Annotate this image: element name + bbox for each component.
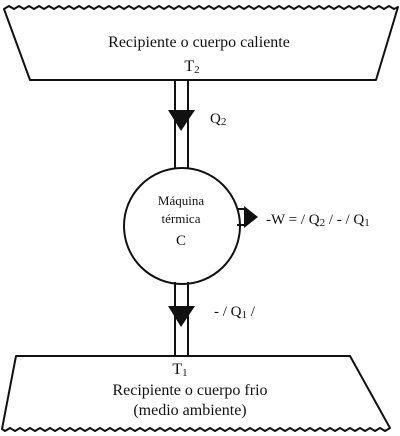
heat-engine-line2: térmica bbox=[162, 211, 201, 226]
cold-reservoir-box bbox=[1, 355, 391, 432]
heat-input-flow: Q2 bbox=[168, 80, 226, 170]
hot-reservoir-temperature: T2 bbox=[184, 58, 199, 76]
cold-reservoir-temperature: T1 bbox=[172, 361, 187, 379]
heat-input-arrow bbox=[168, 110, 195, 131]
heat-output-arrow bbox=[168, 306, 195, 327]
heat-engine-line1: Máquina bbox=[158, 193, 204, 208]
heat-output-flow: - / Q1 / bbox=[168, 282, 256, 356]
work-equation: -W = / Q2 / - / Q1 bbox=[266, 212, 370, 229]
heat-engine-circle bbox=[123, 167, 241, 285]
heat-input-label: Q2 bbox=[210, 111, 226, 128]
hot-reservoir-title: Recipiente o cuerpo caliente bbox=[108, 34, 290, 51]
heat-output-label: - / Q1 / bbox=[214, 304, 256, 321]
heat-engine-label-c: C bbox=[176, 233, 186, 249]
cold-reservoir: T1 Recipiente o cuerpo frio (medio ambie… bbox=[1, 355, 391, 432]
hot-reservoir: Recipiente o cuerpo caliente T2 bbox=[3, 5, 399, 81]
work-output: -W = / Q2 / - / Q1 bbox=[237, 206, 370, 229]
cold-reservoir-subtitle: (medio ambiente) bbox=[133, 402, 246, 419]
cold-reservoir-title: Recipiente o cuerpo frio bbox=[112, 382, 267, 399]
hot-reservoir-box bbox=[3, 5, 399, 81]
heat-engine: Máquina térmica C bbox=[123, 167, 241, 285]
work-output-arrow bbox=[244, 206, 258, 228]
